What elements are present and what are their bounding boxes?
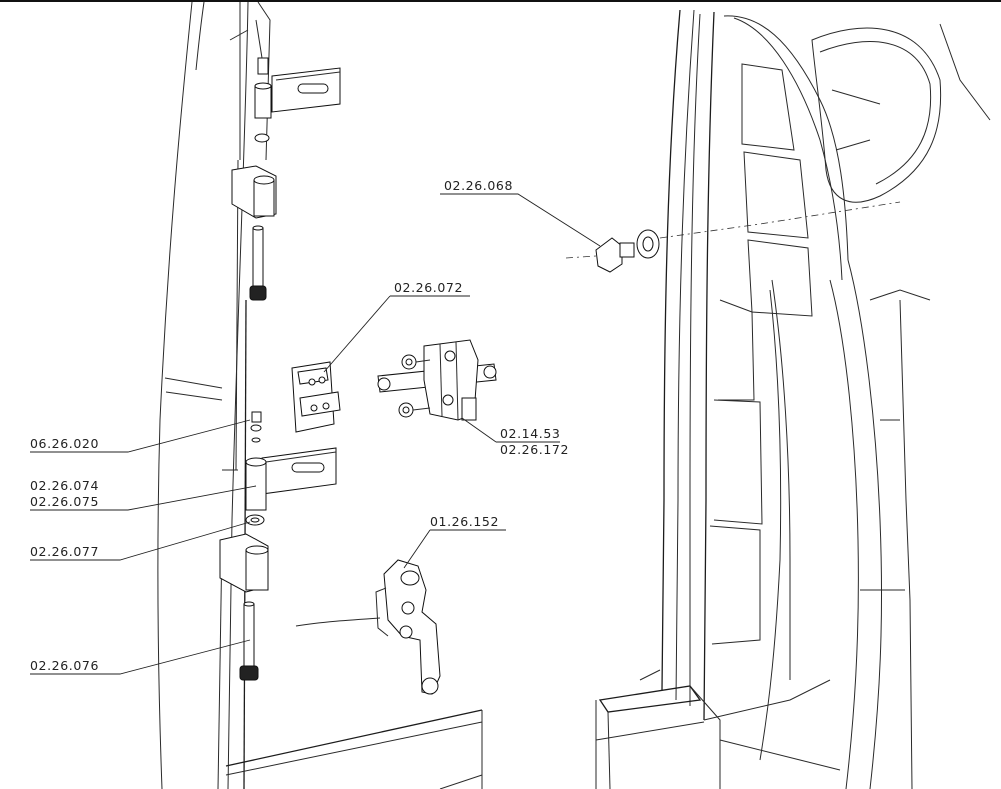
- label-02-14-53: 02.14.53: [500, 426, 560, 441]
- label-02-26-075: 02.26.075: [30, 494, 99, 509]
- door-handle: [295, 559, 441, 695]
- label-02-26-076: 02.26.076: [30, 658, 99, 673]
- leader-lines: [30, 193, 601, 675]
- label-02-26-072: 02.26.072: [394, 280, 463, 295]
- right-body-panel: [595, 9, 991, 789]
- label-02-26-074: 02.26.074: [30, 478, 99, 493]
- label-06-26-020: 06.26.020: [30, 436, 99, 451]
- lock-mechanism: [377, 339, 497, 421]
- left-door-frame: [157, 1, 483, 789]
- lower-hinge-assembly: [219, 411, 337, 681]
- label-02-26-172: 02.26.172: [500, 442, 569, 457]
- label-02-26-077: 02.26.077: [30, 544, 99, 559]
- bracket-plate: [291, 361, 341, 433]
- label-01-26-152: 01.26.152: [430, 514, 499, 529]
- door-stop-bolt: [565, 201, 901, 273]
- label-02-26-068: 02.26.068: [444, 178, 513, 193]
- upper-hinge-assembly: [231, 19, 341, 301]
